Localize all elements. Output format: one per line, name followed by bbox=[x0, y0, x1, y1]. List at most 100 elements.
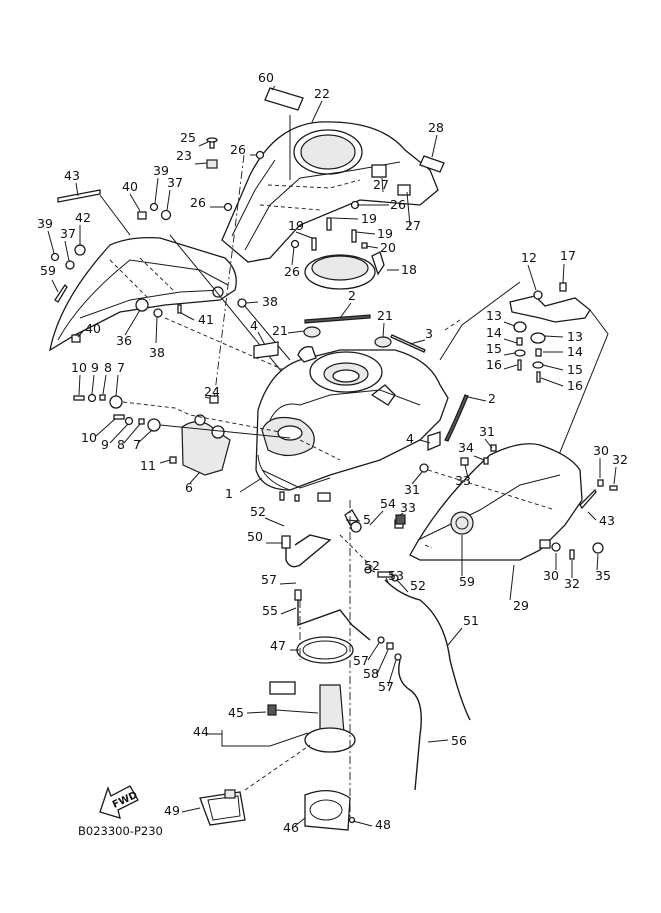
callout-part-19[interactable]: 19 bbox=[361, 211, 377, 226]
callout-part-41[interactable]: 41 bbox=[198, 312, 214, 327]
fuel-tank-main[interactable] bbox=[255, 346, 449, 502]
callout-part-52[interactable]: 52 bbox=[250, 504, 266, 519]
callout-part-20[interactable]: 20 bbox=[380, 240, 396, 255]
callout-part-47[interactable]: 47 bbox=[270, 638, 286, 653]
callout-part-44[interactable]: 44 bbox=[193, 724, 209, 739]
callout-part-22[interactable]: 22 bbox=[314, 86, 330, 101]
callout-part-57[interactable]: 57 bbox=[261, 572, 277, 587]
callout-part-56[interactable]: 56 bbox=[451, 733, 467, 748]
callout-part-26[interactable]: 26 bbox=[284, 264, 300, 279]
callout-part-3[interactable]: 3 bbox=[425, 326, 433, 341]
callout-part-2[interactable]: 2 bbox=[348, 288, 356, 303]
callout-part-51[interactable]: 51 bbox=[463, 613, 479, 628]
callout-part-9[interactable]: 9 bbox=[101, 437, 109, 452]
callout-part-37[interactable]: 37 bbox=[167, 175, 183, 190]
callout-part-39[interactable]: 39 bbox=[153, 163, 169, 178]
callout-part-9[interactable]: 9 bbox=[91, 360, 99, 375]
callout-part-19[interactable]: 19 bbox=[288, 218, 304, 233]
rear-side-cover[interactable] bbox=[394, 443, 618, 561]
callout-part-1[interactable]: 1 bbox=[225, 486, 233, 501]
tank-top-cover[interactable] bbox=[221, 121, 439, 263]
callout-part-17[interactable]: 17 bbox=[560, 248, 576, 263]
callout-part-18[interactable]: 18 bbox=[401, 262, 417, 277]
callout-part-16[interactable]: 16 bbox=[486, 357, 502, 372]
callout-part-10[interactable]: 10 bbox=[71, 360, 87, 375]
callout-part-38[interactable]: 38 bbox=[262, 294, 278, 309]
callout-part-11[interactable]: 11 bbox=[140, 458, 156, 473]
callout-part-48[interactable]: 48 bbox=[375, 817, 391, 832]
callout-part-40[interactable]: 40 bbox=[85, 321, 101, 336]
fuel-cap-assembly[interactable] bbox=[304, 251, 385, 290]
callout-part-10[interactable]: 10 bbox=[81, 430, 97, 445]
callout-part-4[interactable]: 4 bbox=[250, 318, 258, 333]
left-side-cover[interactable] bbox=[49, 237, 247, 352]
callout-part-34[interactable]: 34 bbox=[458, 440, 474, 455]
mount-bracket[interactable] bbox=[439, 281, 609, 473]
callout-part-14[interactable]: 14 bbox=[567, 344, 583, 359]
callout-part-38[interactable]: 38 bbox=[149, 345, 165, 360]
callout-part-57[interactable]: 57 bbox=[378, 679, 394, 694]
callout-part-27[interactable]: 27 bbox=[405, 218, 421, 233]
callout-part-46[interactable]: 46 bbox=[283, 820, 299, 835]
callout-part-31[interactable]: 31 bbox=[479, 424, 495, 439]
callout-part-32[interactable]: 32 bbox=[612, 452, 628, 467]
callout-part-40[interactable]: 40 bbox=[122, 179, 138, 194]
callout-part-52[interactable]: 52 bbox=[364, 558, 380, 573]
callout-part-54[interactable]: 54 bbox=[380, 496, 396, 511]
callout-part-53[interactable]: 53 bbox=[388, 568, 404, 583]
callout-part-55[interactable]: 55 bbox=[262, 603, 278, 618]
callout-part-2[interactable]: 2 bbox=[488, 391, 496, 406]
callout-part-45[interactable]: 45 bbox=[228, 705, 244, 720]
callout-part-43[interactable]: 43 bbox=[599, 513, 615, 528]
hose-assembly[interactable] bbox=[281, 509, 471, 791]
callout-part-15[interactable]: 15 bbox=[567, 362, 583, 377]
callout-part-28[interactable]: 28 bbox=[428, 120, 444, 135]
callout-part-33[interactable]: 33 bbox=[455, 473, 471, 488]
callout-part-52[interactable]: 52 bbox=[410, 578, 426, 593]
callout-part-49[interactable]: 49 bbox=[164, 803, 180, 818]
callout-part-26[interactable]: 26 bbox=[230, 142, 246, 157]
callout-part-21[interactable]: 21 bbox=[272, 323, 288, 338]
callout-part-39[interactable]: 39 bbox=[37, 216, 53, 231]
callout-part-6[interactable]: 6 bbox=[185, 480, 193, 495]
callout-part-4[interactable]: 4 bbox=[406, 431, 414, 446]
callout-part-23[interactable]: 23 bbox=[176, 148, 192, 163]
callout-part-13[interactable]: 13 bbox=[486, 308, 502, 323]
callout-part-8[interactable]: 8 bbox=[104, 360, 112, 375]
callout-part-25[interactable]: 25 bbox=[180, 130, 196, 145]
callout-part-5[interactable]: 5 bbox=[363, 512, 371, 527]
callout-part-7[interactable]: 7 bbox=[133, 437, 141, 452]
callout-part-33[interactable]: 33 bbox=[400, 500, 416, 515]
callout-part-29[interactable]: 29 bbox=[513, 598, 529, 613]
callout-part-19[interactable]: 19 bbox=[377, 226, 393, 241]
callout-part-24[interactable]: 24 bbox=[204, 384, 220, 399]
callout-part-15[interactable]: 15 bbox=[486, 341, 502, 356]
callout-part-43[interactable]: 43 bbox=[64, 168, 80, 183]
callout-part-57[interactable]: 57 bbox=[353, 653, 369, 668]
callout-part-21[interactable]: 21 bbox=[377, 308, 393, 323]
callout-part-26[interactable]: 26 bbox=[190, 195, 206, 210]
callout-part-16[interactable]: 16 bbox=[567, 378, 583, 393]
callout-part-32[interactable]: 32 bbox=[564, 576, 580, 591]
callout-part-59[interactable]: 59 bbox=[40, 263, 56, 278]
callout-part-58[interactable]: 58 bbox=[363, 666, 379, 681]
callout-part-37[interactable]: 37 bbox=[60, 226, 76, 241]
callout-part-14[interactable]: 14 bbox=[486, 325, 502, 340]
callout-part-31[interactable]: 31 bbox=[404, 482, 420, 497]
callout-part-60[interactable]: 60 bbox=[258, 70, 274, 85]
callout-part-7[interactable]: 7 bbox=[117, 360, 125, 375]
callout-part-50[interactable]: 50 bbox=[247, 529, 263, 544]
callout-part-42[interactable]: 42 bbox=[75, 210, 91, 225]
callout-part-35[interactable]: 35 bbox=[595, 568, 611, 583]
callout-part-8[interactable]: 8 bbox=[117, 437, 125, 452]
callout-part-12[interactable]: 12 bbox=[521, 250, 537, 265]
callout-part-36[interactable]: 36 bbox=[116, 333, 132, 348]
callout-part-30[interactable]: 30 bbox=[593, 443, 609, 458]
callout-part-59[interactable]: 59 bbox=[459, 574, 475, 589]
tank-bracket[interactable] bbox=[73, 393, 291, 476]
fuel-pump-assembly[interactable] bbox=[199, 500, 356, 831]
callout-part-13[interactable]: 13 bbox=[567, 329, 583, 344]
callout-part-30[interactable]: 30 bbox=[543, 568, 559, 583]
callout-part-26[interactable]: 26 bbox=[390, 197, 406, 212]
callout-part-27[interactable]: 27 bbox=[373, 177, 389, 192]
